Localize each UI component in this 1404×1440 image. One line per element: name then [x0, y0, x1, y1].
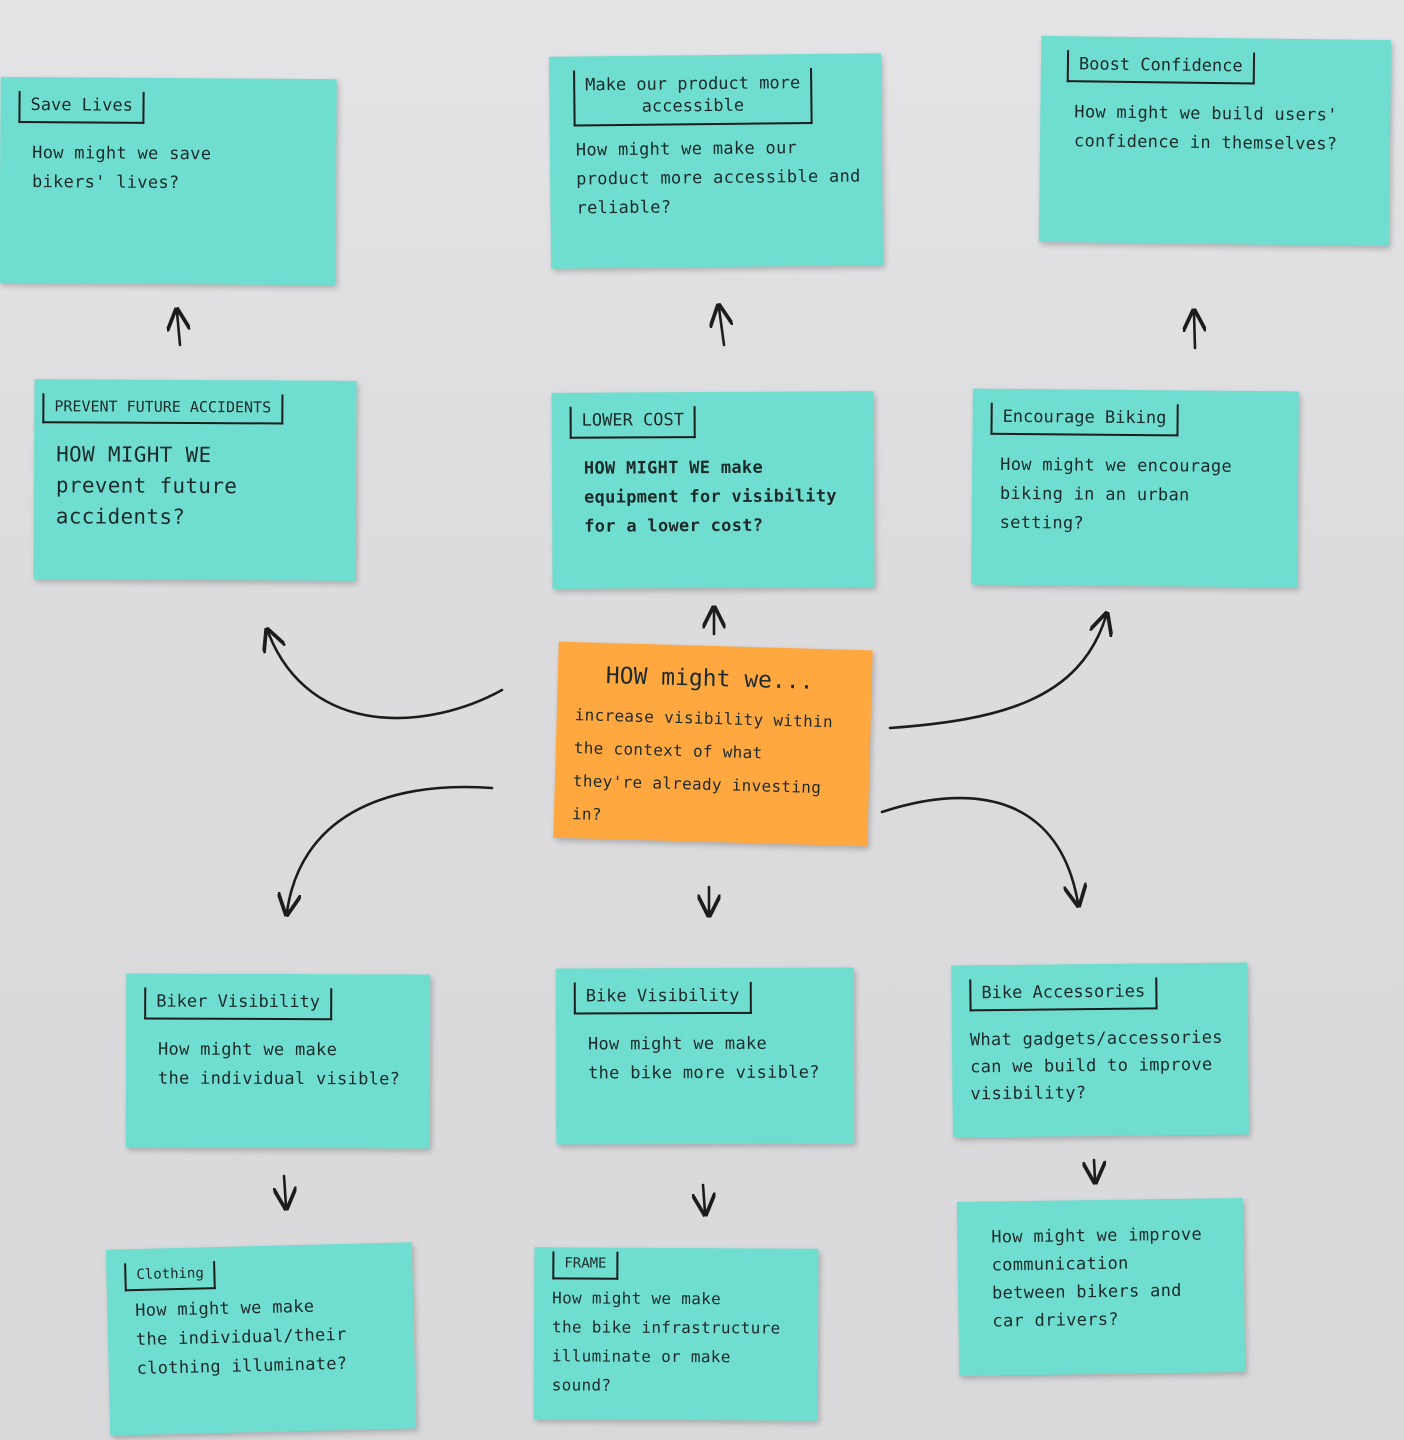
- note-bike-visibility[interactable]: Bike Visibility How might we make the bi…: [555, 967, 855, 1145]
- arrow-lowercost-to-accessible: [719, 308, 724, 347]
- note-question: HOW MIGHT WE make equipment for visibili…: [583, 457, 837, 537]
- note-tag: PREVENT FUTURE ACCIDENTS: [42, 393, 284, 425]
- note-make-accessible[interactable]: Make our product more accessible How mig…: [548, 53, 884, 269]
- note-tag: Biker Visibility: [144, 987, 333, 1021]
- arrow-bikervis-to-clothing: [284, 1174, 286, 1206]
- note-tag: Bike Accessories: [969, 977, 1158, 1012]
- note-question: How might we make our product more acces…: [575, 138, 861, 219]
- note-question: How might we save bikers' lives?: [31, 143, 212, 194]
- note-question: How might we make the bike more visible?: [587, 1033, 820, 1084]
- arrow-center-to-accessories: [880, 796, 1078, 903]
- note-question: HOW MIGHT WE prevent future accidents?: [55, 442, 238, 529]
- center-title: HOW might we...: [605, 662, 814, 695]
- note-encourage-biking[interactable]: Encourage Biking How might we encourage …: [971, 388, 1299, 588]
- note-question: How might we make the bike infrastructur…: [551, 1288, 781, 1395]
- arrow-accessories-to-communication: [1094, 1158, 1095, 1180]
- arrow-center-to-prevent: [268, 632, 504, 720]
- note-prevent-accidents[interactable]: PREVENT FUTURE ACCIDENTS HOW MIGHT WE pr…: [33, 379, 357, 581]
- note-question: How might we make the individual/their c…: [135, 1296, 348, 1380]
- note-tag: LOWER COST: [569, 406, 697, 439]
- arrow-bikevis-to-frame: [703, 1183, 705, 1212]
- note-tag: Encourage Biking: [990, 402, 1179, 437]
- arrow-prevent-to-save: [177, 312, 180, 347]
- note-question: How might we improve communication betwe…: [991, 1224, 1203, 1332]
- note-center-how-might-we[interactable]: HOW might we... increase visibility with…: [553, 641, 873, 847]
- arrow-center-to-encourage: [888, 616, 1106, 730]
- note-tag: Clothing: [124, 1261, 217, 1292]
- note-tag: FRAME: [552, 1251, 619, 1280]
- note-clothing[interactable]: Clothing How might we make the individua…: [105, 1242, 417, 1436]
- center-question: increase visibility within the context o…: [571, 705, 834, 824]
- arrow-center-to-bikervis: [287, 785, 494, 912]
- note-question: How might we make the individual visible…: [157, 1039, 401, 1090]
- note-question: What gadgets/accessories can we build to…: [969, 1027, 1223, 1105]
- note-tag: Make our product more accessible: [573, 67, 813, 127]
- note-bike-accessories[interactable]: Bike Accessories What gadgets/accessorie…: [951, 962, 1249, 1138]
- note-save-lives[interactable]: Save Lives How might we save bikers' liv…: [0, 76, 337, 286]
- note-lower-cost[interactable]: LOWER COST HOW MIGHT WE make equipment f…: [551, 391, 875, 589]
- note-biker-visibility[interactable]: Biker Visibility How might we make the i…: [125, 973, 431, 1149]
- note-question: How might we encourage biking in an urba…: [999, 454, 1233, 534]
- note-tag: Bike Visibility: [573, 981, 752, 1015]
- note-tag: Save Lives: [18, 90, 145, 124]
- note-question: How might we build users' confidence in …: [1073, 102, 1338, 155]
- note-tag: Boost Confidence: [1066, 50, 1255, 85]
- note-communication[interactable]: How might we improve communication betwe…: [956, 1198, 1246, 1376]
- note-frame[interactable]: FRAME How might we make the bike infrast…: [533, 1247, 819, 1421]
- note-boost-confidence[interactable]: Boost Confidence How might we build user…: [1038, 35, 1392, 247]
- arrow-encourage-to-confidence: [1194, 313, 1195, 350]
